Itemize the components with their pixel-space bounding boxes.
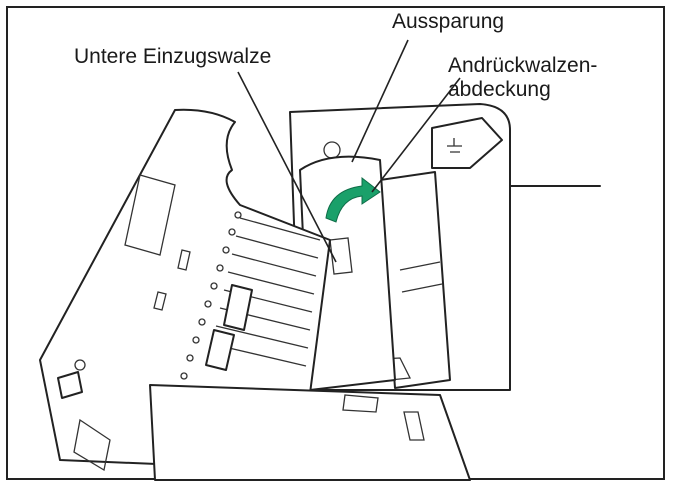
base-button [342,394,379,413]
roller-dots [180,211,242,380]
label-pressure-roller-cover: Andrückwalzen- abdeckung [448,54,597,102]
lower-roller-1 [223,284,253,331]
recess-slot [329,237,353,275]
leader-recess [351,39,409,163]
label-pressure-roller-cover-line2: abdeckung [448,78,551,101]
release-tab-icon [447,138,462,153]
lid-knob [57,371,83,399]
lid-slot-2 [153,291,167,311]
label-lower-feed-roller: Untere Einzugswalze [74,45,272,68]
scanner-cable [509,171,601,187]
lid-slot-1 [177,249,191,271]
label-pressure-roller-cover-line1: Andrückwalzen- [448,54,598,77]
release-tab [431,117,503,169]
scanner-base [149,384,471,481]
lid-screw [74,359,86,371]
leader-pressure-roller-cover [371,77,461,193]
frame-rails [399,261,443,293]
leader-lower-feed-roller [237,71,337,263]
rotation-arrow-icon [325,176,381,223]
label-recess: Aussparung [392,10,505,33]
lid-foot [73,418,111,472]
lower-roller-2 [205,329,235,371]
lid-label-area [124,174,176,256]
pressure-roller-cover [299,155,396,391]
scanner-open-lid [39,108,331,471]
base-lever [403,411,425,441]
